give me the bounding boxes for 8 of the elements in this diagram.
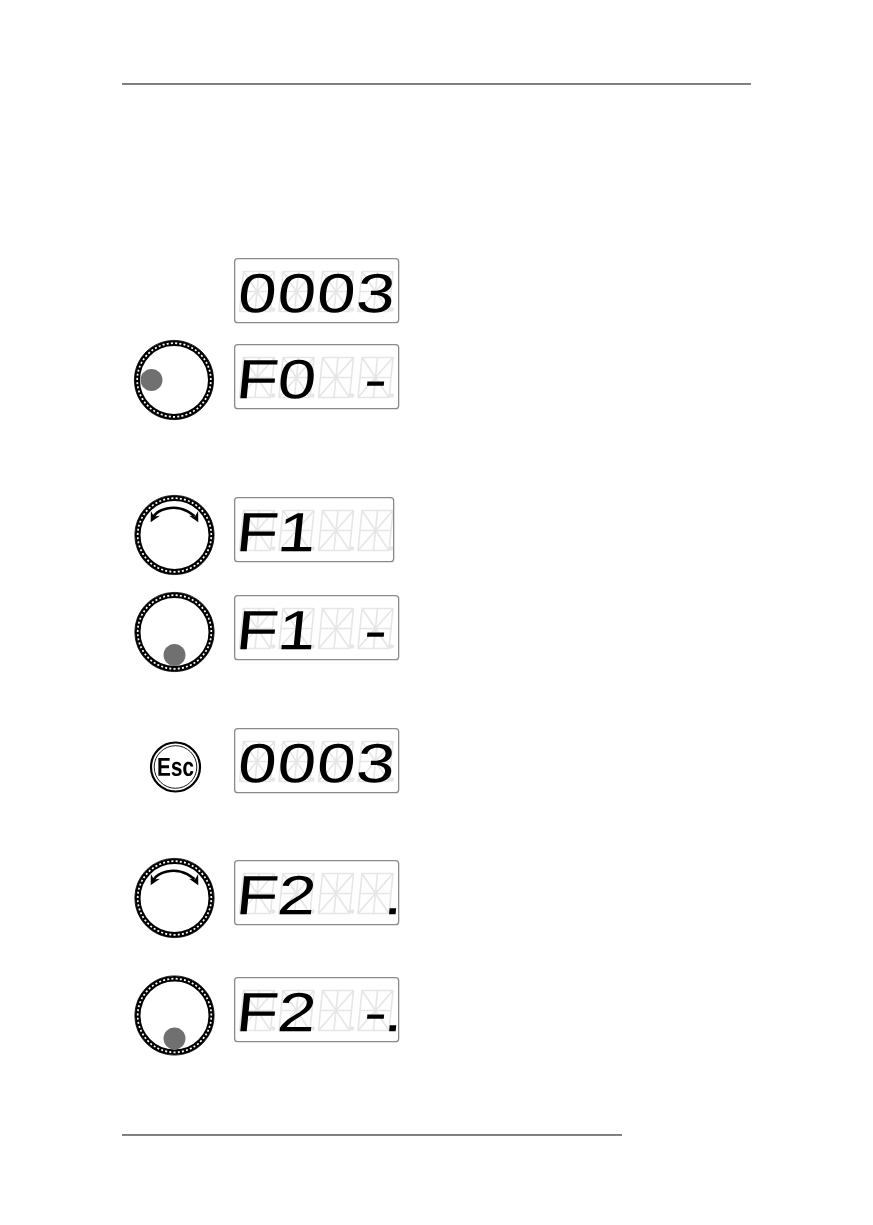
lcd-display: F1 - [234,595,400,661]
lcd-display: F2 -. [234,977,400,1043]
esc-button: Esc [149,741,202,793]
lcd-display: F0 - [234,344,400,410]
lcd-display: 0003 [234,728,400,794]
lcd-display: F1 [234,497,395,563]
lcd-display: 0003 [234,258,400,324]
lcd-display: F2 . [234,860,400,926]
